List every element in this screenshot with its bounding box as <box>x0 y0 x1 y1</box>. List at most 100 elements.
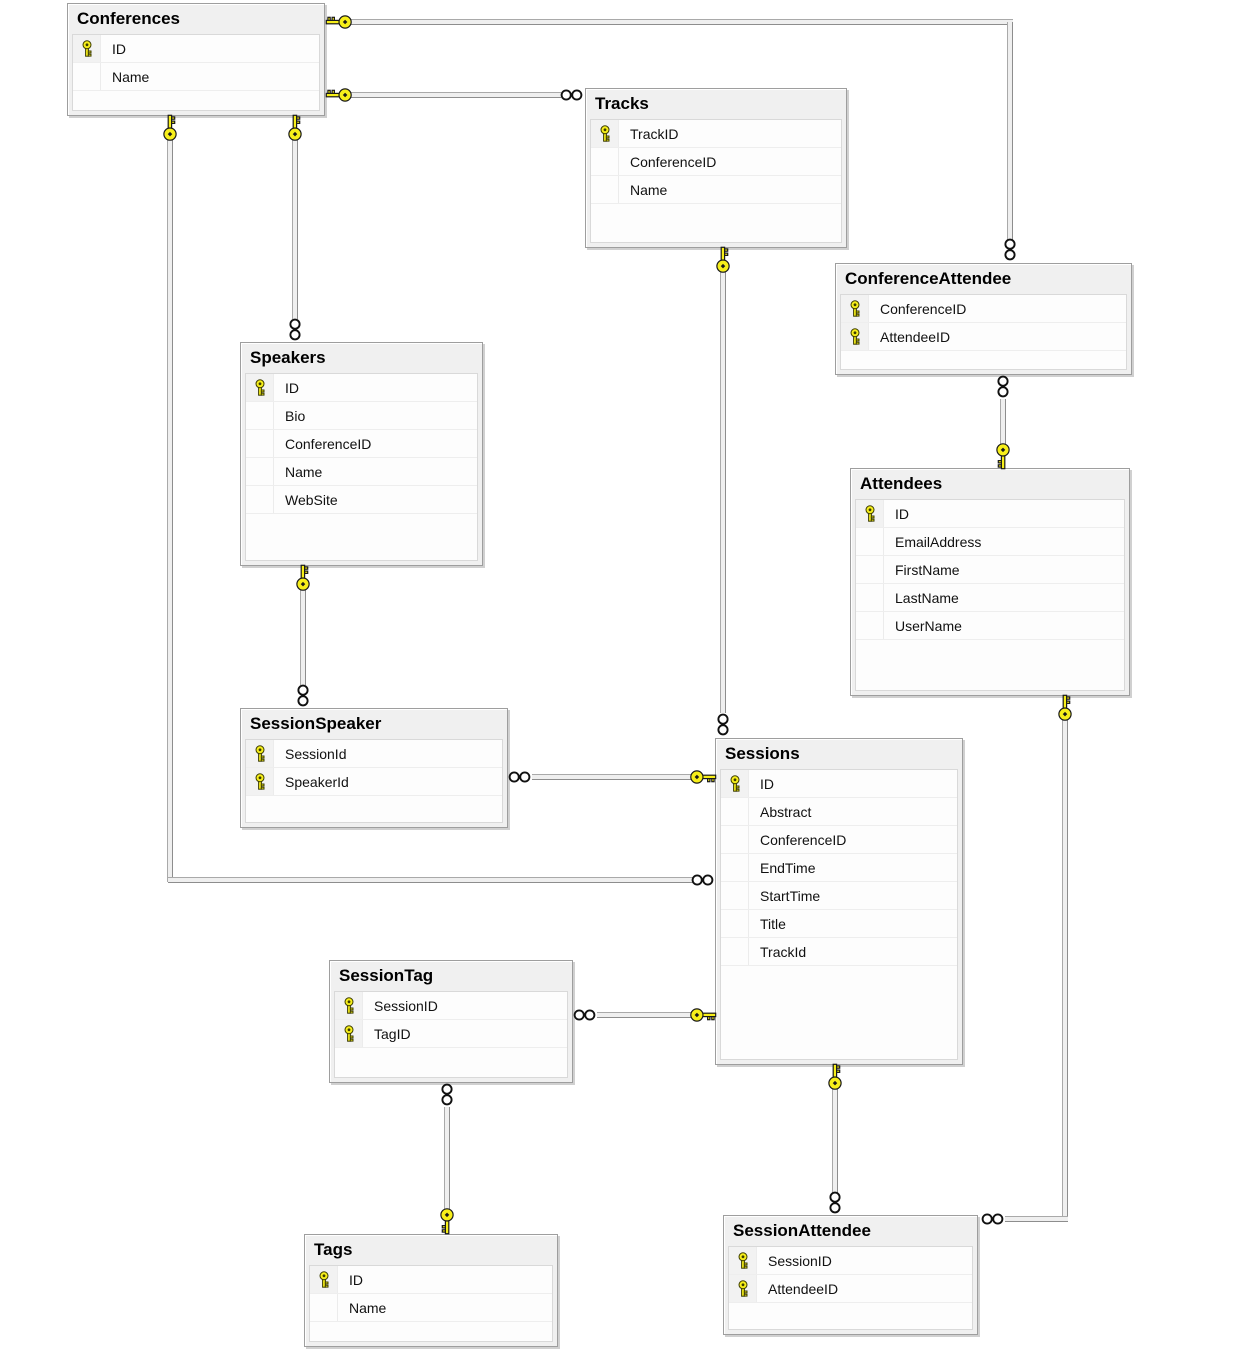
table-title[interactable]: SessionSpeaker <box>250 714 382 733</box>
relationship-line-conferences-conferenceattendee[interactable] <box>1007 22 1013 241</box>
primary-key-cell <box>246 374 274 401</box>
field-row[interactable]: StartTime <box>721 882 957 910</box>
field-row[interactable]: ID <box>73 35 319 63</box>
field-row[interactable]: TrackID <box>591 120 841 148</box>
key-cell-empty <box>856 584 884 611</box>
field-row[interactable]: AttendeeID <box>729 1275 972 1303</box>
relationship-line-conferences-sessions[interactable] <box>167 140 173 882</box>
field-row[interactable]: Title <box>721 910 957 938</box>
one-end-key-icon-conferences-conferenceattendee <box>325 15 353 30</box>
relationship-line-attendees-conferenceattendee[interactable] <box>1000 399 1006 445</box>
table-title[interactable]: Tracks <box>595 94 649 113</box>
relationship-line-tracks-sessions[interactable] <box>720 272 726 713</box>
table-title[interactable]: Attendees <box>860 474 943 493</box>
primary-key-cell <box>729 1275 757 1302</box>
key-cell-empty <box>721 826 749 853</box>
field-row[interactable]: LastName <box>856 584 1124 612</box>
field-row[interactable]: ConferenceID <box>841 295 1126 323</box>
field-name: ID <box>285 379 299 396</box>
primary-key-icon <box>865 504 875 522</box>
field-row[interactable]: SessionId <box>246 740 502 768</box>
relationship-line-conferences-conferenceattendee[interactable] <box>350 19 1013 25</box>
table-title[interactable]: SessionTag <box>339 966 434 985</box>
field-row[interactable]: ConferenceID <box>246 430 477 458</box>
table-title[interactable]: Sessions <box>725 744 800 763</box>
many-end-infinity-icon-conferences-tracks <box>559 89 585 102</box>
infinity-icon <box>508 771 531 783</box>
table-field-list: ID Name <box>309 1265 553 1342</box>
table-title[interactable]: ConferenceAttendee <box>845 269 1012 288</box>
table-title[interactable]: Tags <box>314 1240 353 1259</box>
one-end-key-icon <box>828 1063 842 1090</box>
key-cell-empty <box>721 854 749 881</box>
field-row[interactable]: ID <box>246 374 477 402</box>
table-title[interactable]: SessionAttendee <box>733 1221 871 1240</box>
relationship-line-conferences-tracks[interactable] <box>350 92 561 98</box>
many-end-infinity-icon-conferences-speakers <box>289 317 302 343</box>
key-cell-empty <box>591 176 619 203</box>
field-row[interactable]: UserName <box>856 612 1124 640</box>
relationship-line-sessions-sessionspeaker[interactable] <box>532 774 692 780</box>
field-row[interactable]: Name <box>246 458 477 486</box>
field-row[interactable]: Abstract <box>721 798 957 826</box>
field-row[interactable]: AttendeeID <box>841 323 1126 351</box>
key-cell-empty <box>246 402 274 429</box>
field-name: ID <box>895 505 909 522</box>
primary-key-icon <box>738 1279 748 1297</box>
primary-key-icon <box>255 744 265 762</box>
field-row[interactable]: ID <box>310 1266 552 1294</box>
one-end-key-icon-sessions-sessionspeaker <box>690 770 717 785</box>
field-row[interactable]: Name <box>310 1294 552 1322</box>
field-name: EndTime <box>760 859 816 876</box>
field-row[interactable]: Bio <box>246 402 477 430</box>
field-row[interactable]: TagID <box>335 1020 567 1048</box>
field-row[interactable]: TrackId <box>721 938 957 966</box>
field-row[interactable]: SpeakerId <box>246 768 502 796</box>
primary-key-cell <box>335 992 363 1019</box>
field-row[interactable]: FirstName <box>856 556 1124 584</box>
field-row[interactable]: WebSite <box>246 486 477 514</box>
many-end-infinity-icon-attendees-conferenceattendee <box>997 374 1010 400</box>
relationship-line-conferences-sessions[interactable] <box>168 877 693 883</box>
field-row[interactable]: EndTime <box>721 854 957 882</box>
relationship-line-sessions-sessiontag[interactable] <box>597 1012 692 1018</box>
field-row[interactable]: ID <box>856 500 1124 528</box>
relationship-line-attendees-sessionattendee[interactable] <box>1062 720 1068 1222</box>
field-row[interactable]: EmailAddress <box>856 528 1124 556</box>
many-end-infinity-icon-conferences-sessions <box>690 874 716 887</box>
relationship-line-sessions-sessionattendee[interactable] <box>832 1089 838 1193</box>
field-row[interactable]: ConferenceID <box>721 826 957 854</box>
table-title[interactable]: Conferences <box>77 9 180 28</box>
table-title[interactable]: Speakers <box>250 348 326 367</box>
field-row[interactable]: ID <box>721 770 957 798</box>
field-row[interactable]: SessionID <box>729 1247 972 1275</box>
field-row[interactable]: ConferenceID <box>591 148 841 176</box>
relationship-line-conferences-speakers[interactable] <box>292 140 298 319</box>
field-row[interactable]: Name <box>591 176 841 204</box>
infinity-icon <box>1004 238 1016 261</box>
field-row[interactable]: Name <box>73 63 319 91</box>
field-name: SpeakerId <box>285 773 349 790</box>
key-cell-empty <box>856 612 884 639</box>
relationship-line-speakers-sessionspeaker[interactable] <box>300 589 306 685</box>
primary-key-icon <box>850 299 860 317</box>
relationship-line-attendees-sessionattendee[interactable] <box>1005 1216 1068 1222</box>
field-name: Title <box>760 915 786 932</box>
field-row[interactable]: SessionID <box>335 992 567 1020</box>
infinity-icon <box>829 1191 841 1214</box>
field-name: Name <box>349 1299 387 1316</box>
relationship-line-tags-sessiontag[interactable] <box>444 1107 450 1210</box>
primary-key-cell <box>591 120 619 147</box>
